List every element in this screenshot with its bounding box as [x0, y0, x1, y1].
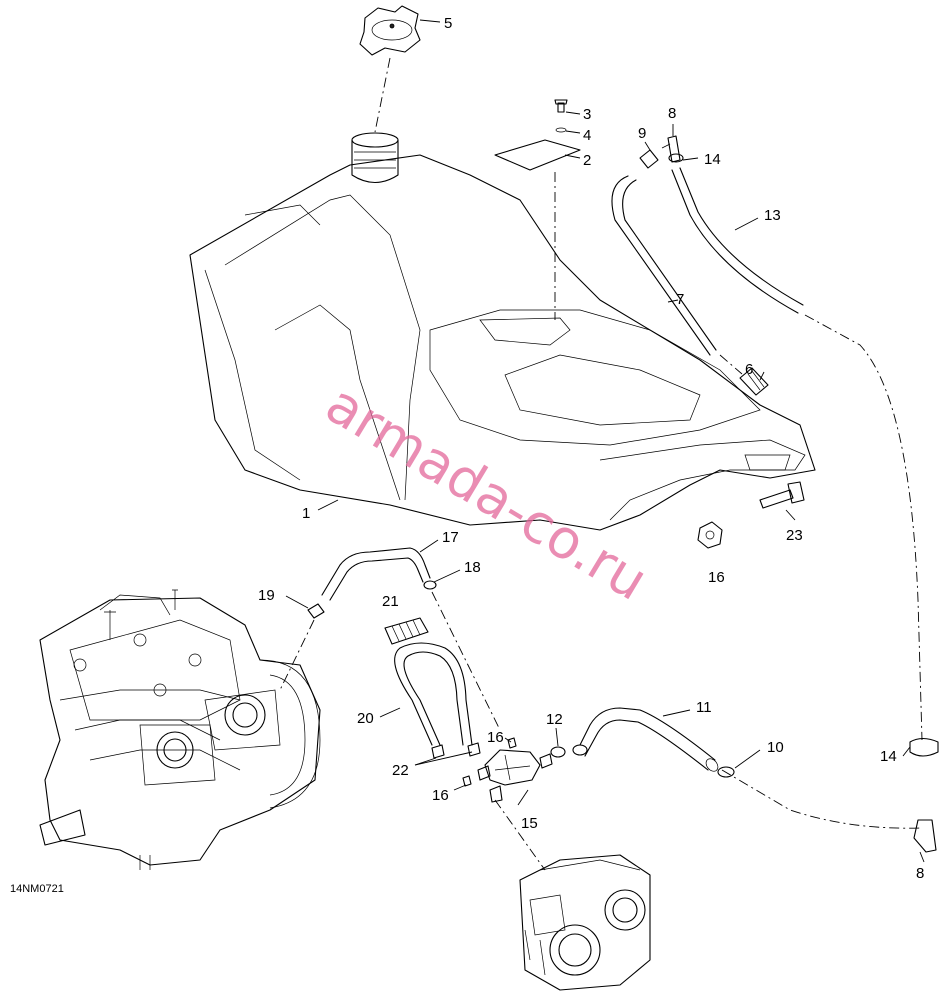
callout-21: 21	[382, 593, 399, 610]
callout-labels: 5 3 4 2 8 9 14 13 7 6 1 23 16 17 18 19 2…	[258, 15, 924, 882]
fitting-6	[739, 367, 769, 396]
callout-14-lower: 14	[880, 748, 897, 765]
callout-8-lower: 8	[916, 865, 924, 882]
clamp-18	[423, 580, 437, 590]
callout-23: 23	[786, 527, 803, 544]
fuel-tank	[189, 132, 816, 531]
fuel-hose-17	[321, 547, 431, 601]
callout-20: 20	[357, 710, 374, 727]
vent-hose-7	[611, 175, 717, 356]
callout-1: 1	[302, 505, 310, 522]
elbow-8-lower	[913, 819, 937, 853]
callout-2: 2	[583, 152, 591, 169]
callout-17: 17	[442, 529, 459, 546]
callout-4: 4	[583, 127, 591, 144]
callout-18: 18	[464, 559, 481, 576]
callout-13: 13	[764, 207, 781, 224]
callout-16-nut: 16	[708, 569, 725, 586]
callout-3: 3	[583, 106, 591, 123]
leader-lines	[285, 19, 925, 863]
hose-11	[579, 707, 719, 772]
vent-hose-13	[671, 167, 804, 314]
callout-14: 14	[704, 151, 721, 168]
callout-5: 5	[444, 15, 452, 32]
callout-22: 22	[392, 762, 409, 779]
fitting-16	[462, 737, 517, 787]
fitting-19	[307, 603, 325, 619]
engine-assembly	[39, 589, 321, 870]
callout-16-b: 16	[432, 787, 449, 804]
callout-7: 7	[676, 291, 684, 308]
carburetor-assembly	[519, 854, 651, 991]
check-valve-9	[639, 149, 659, 169]
fuel-cap	[359, 5, 421, 56]
callout-11: 11	[696, 699, 712, 716]
elbow-8	[661, 135, 681, 163]
callout-15: 15	[521, 815, 538, 832]
watermark: armada-co.ru	[315, 372, 658, 613]
callout-10: 10	[767, 739, 784, 756]
clamp-12	[550, 744, 588, 758]
spring-21	[384, 617, 429, 645]
bolt-23	[759, 481, 805, 509]
hose-20	[394, 642, 473, 746]
access-plate	[494, 99, 581, 171]
clamp-14-lower	[909, 737, 939, 757]
callout-9: 9	[638, 125, 646, 142]
clamp-14-top	[668, 153, 684, 163]
nut-16	[697, 521, 723, 549]
clamp-10	[717, 766, 735, 778]
primer-valve-15	[477, 749, 553, 803]
callout-8: 8	[668, 105, 676, 122]
callout-6: 6	[745, 361, 753, 378]
callout-16-a: 16	[487, 729, 504, 746]
callout-19: 19	[258, 587, 275, 604]
callout-12: 12	[546, 711, 563, 728]
reference-code: 14NM0721	[10, 883, 64, 895]
